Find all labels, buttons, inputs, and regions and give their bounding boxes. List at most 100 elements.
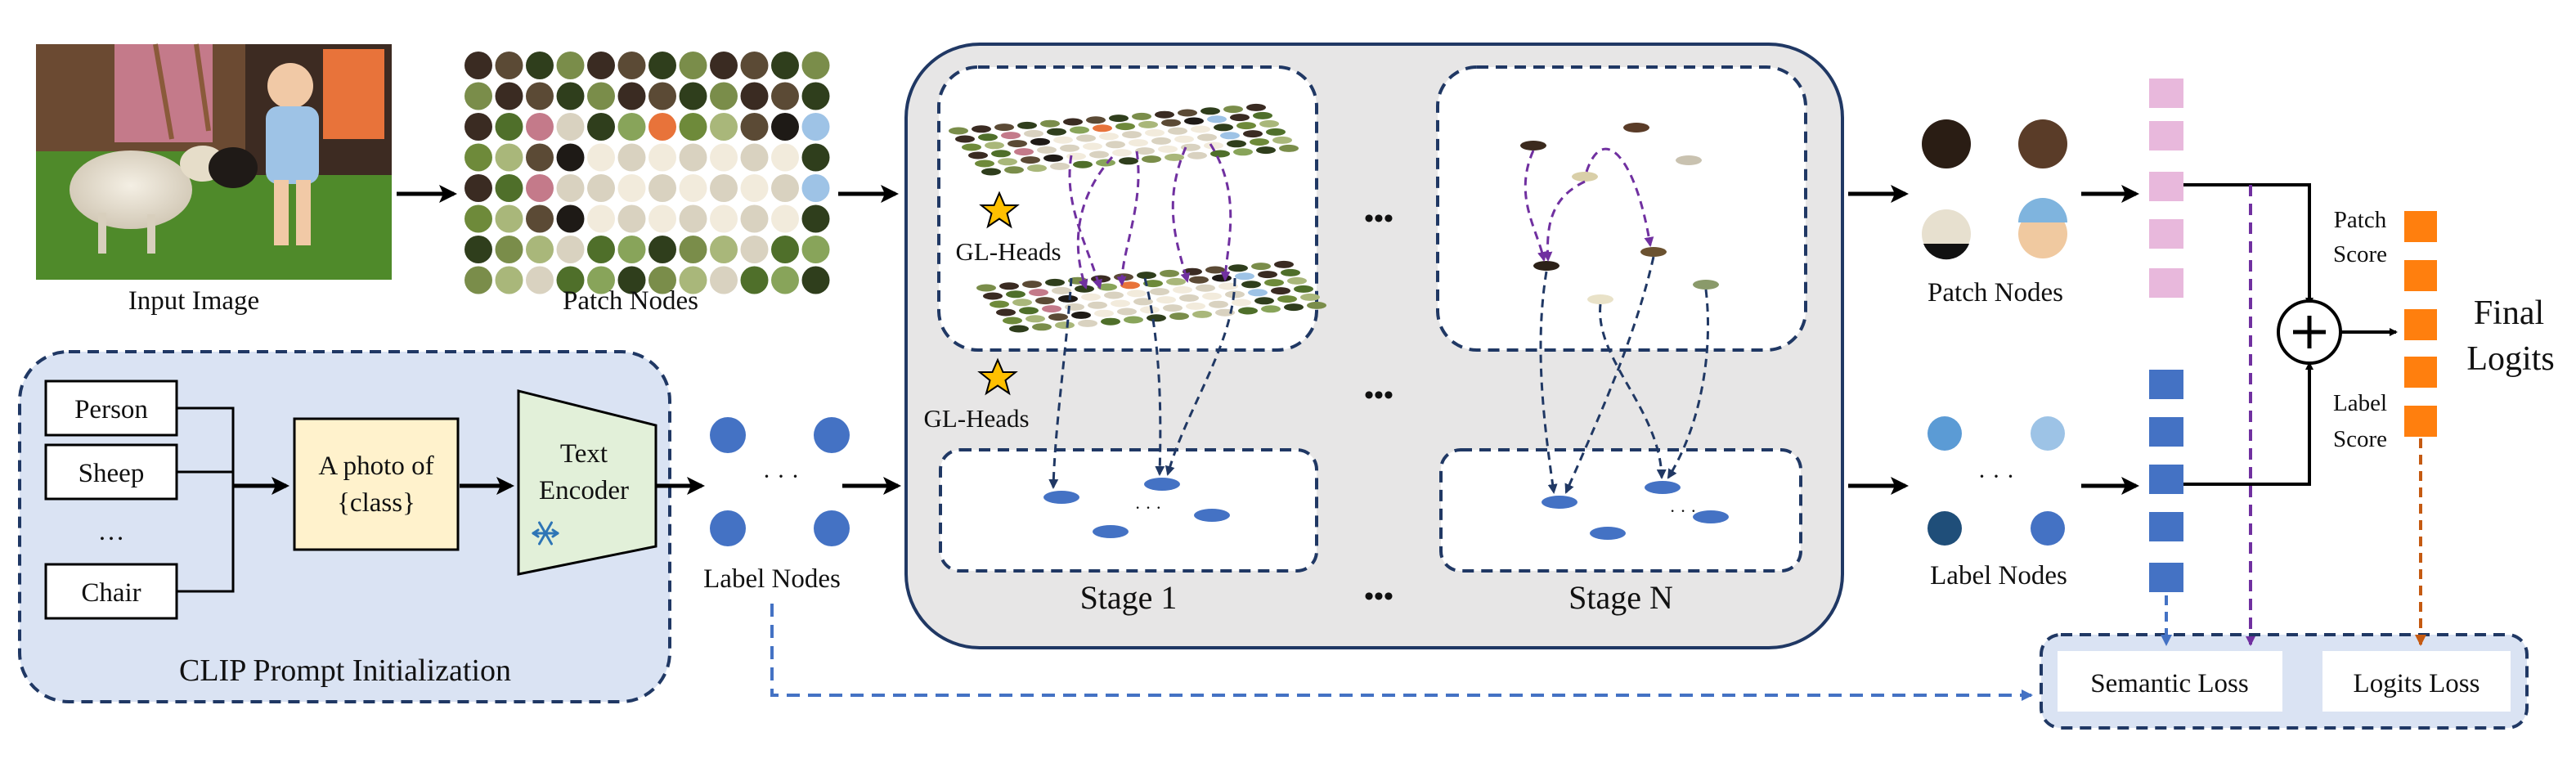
patch-node (526, 204, 554, 233)
selected-patch (1693, 280, 1719, 290)
patch-node (1246, 103, 1266, 111)
patch-node (962, 143, 981, 151)
patch-node (1227, 140, 1246, 148)
patch-node (999, 282, 1019, 290)
label-node (1928, 511, 1962, 546)
class-label-sheep: Sheep (79, 459, 145, 488)
patch-node (801, 236, 830, 263)
label-node (710, 417, 746, 453)
patch-node (1235, 272, 1254, 281)
patch-node (464, 236, 492, 263)
logits-loss-label: Logits Loss (2354, 669, 2480, 698)
patch-node (771, 52, 799, 79)
patch-node (1197, 133, 1217, 141)
patch-node (1163, 304, 1183, 312)
patch-node (648, 236, 676, 263)
input-image (36, 43, 392, 280)
patch-node (617, 236, 646, 263)
patch-node (1143, 280, 1163, 288)
input-image-caption: Input Image (128, 286, 259, 316)
patch-node (1135, 147, 1155, 155)
patch-node (740, 174, 769, 202)
patch-feature-cell (2149, 172, 2183, 201)
patch-node (1114, 273, 1133, 281)
patch-node (1040, 119, 1060, 128)
patch-node (648, 113, 676, 141)
patch-node (1094, 309, 1114, 317)
patch-node (464, 174, 492, 202)
patch-node (1922, 119, 1971, 168)
patch-node (1099, 132, 1119, 141)
label-nodes-left-caption: Label Nodes (703, 564, 841, 594)
gl-attention-arrow (1171, 146, 1191, 283)
label-feature-cell (2149, 465, 2183, 494)
patch-node (1202, 292, 1222, 300)
stageN-attention-arrow (1542, 180, 1586, 262)
gl-heads-label-top: GL-Heads (955, 237, 1061, 266)
patch-node (648, 174, 676, 202)
patch-node (983, 292, 1003, 300)
gl-attention-arrow (1209, 143, 1232, 281)
patch-node (1228, 264, 1248, 272)
patch-node-grid (464, 52, 830, 294)
patch-node (1097, 283, 1117, 291)
plus-circle-icon (2277, 299, 2342, 365)
patch-node (996, 308, 1016, 317)
patch-node (1133, 298, 1153, 306)
patch-node (801, 143, 830, 172)
patch-node (1086, 116, 1106, 124)
patch-node (1220, 132, 1240, 140)
label-score-label-1: Label (2333, 390, 2387, 416)
patch-node (1004, 166, 1024, 174)
patch-node (1266, 128, 1286, 136)
patch-nodes-output (1922, 119, 2067, 260)
patch-node (1150, 288, 1169, 296)
patch-node (771, 113, 799, 141)
patch-node (710, 113, 738, 141)
patch-node (1129, 139, 1148, 147)
label-node (1542, 496, 1577, 509)
patch-node (1179, 294, 1199, 302)
patch-node (975, 159, 994, 168)
patch-grid-caption: Patch Nodes (563, 286, 698, 316)
patch-node (1173, 285, 1192, 294)
patch-node (1058, 294, 1078, 303)
patch-node (1042, 305, 1061, 313)
text-encoder-shape (517, 389, 657, 576)
patch-node (955, 135, 975, 143)
patch-node (1158, 145, 1178, 153)
patch-node (1022, 281, 1042, 289)
patch-node (1248, 289, 1268, 297)
patch-node (1048, 313, 1068, 321)
patch-node (526, 236, 554, 263)
patch-node (495, 143, 523, 172)
patch-node (710, 52, 738, 79)
patch-node (1207, 115, 1227, 124)
label-nodes-to-semantic-loss (770, 604, 2033, 701)
label-node (1043, 491, 1079, 504)
patch-node (1155, 110, 1174, 119)
prompt-template-box (293, 417, 460, 551)
patch-node (679, 266, 707, 294)
patch-node (1078, 319, 1097, 327)
patch-node (617, 174, 646, 202)
stageN-label-nodes: · · · (1542, 481, 1729, 540)
patch-node (1256, 146, 1276, 155)
patch-node (1174, 135, 1194, 143)
patch-node (801, 174, 830, 202)
stageN-title: Stage N (1568, 579, 1673, 616)
patch-node (801, 82, 830, 110)
patch-node (556, 143, 585, 172)
patch-node (1122, 131, 1142, 139)
logit-cell (2404, 357, 2437, 388)
stageN-label-ellipsis: · · · (1670, 501, 1697, 521)
patch-node (1192, 310, 1212, 318)
patch-node (556, 204, 585, 233)
patch-label-arrow (1564, 256, 1655, 494)
patch-node (1147, 314, 1166, 322)
patch-label-arrow (1667, 289, 1710, 479)
selected-patch (1572, 172, 1598, 182)
patch-node (949, 127, 968, 135)
stageN-attention-arrow (1524, 150, 1547, 262)
label-node (814, 510, 850, 546)
